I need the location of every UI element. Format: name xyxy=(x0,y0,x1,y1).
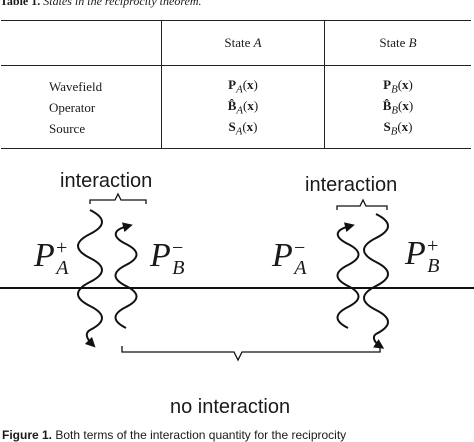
wave-left-up xyxy=(114,222,138,329)
wavefield-label-right-down: P+B xyxy=(405,235,440,277)
row-label-operator: Operator xyxy=(1,97,162,118)
wave-right-up xyxy=(336,222,360,329)
table-row: Source SA(x) SB(x) xyxy=(1,118,471,149)
brace-no-interaction xyxy=(121,344,381,362)
table-row: Wavefield PA(x) PB(x) xyxy=(1,65,471,97)
states-table: State A State B Wavefield PA(x) PB(x) Op… xyxy=(1,20,471,149)
figure-caption-text: Both terms of the interaction quantity f… xyxy=(55,428,347,442)
cell-source-b: SB(x) xyxy=(324,118,471,149)
figure-caption-label: Figure 1. xyxy=(2,428,53,442)
wavefield-label-right-up: P−A xyxy=(272,237,307,279)
wave-left-down xyxy=(77,209,103,348)
table-caption: Table 1. States in the reciprocity theor… xyxy=(0,0,202,9)
figure-drawing xyxy=(0,192,474,362)
cell-operator-a: B̂A(x) xyxy=(161,97,325,118)
cell-source-a: SA(x) xyxy=(161,118,325,149)
wave-right-down xyxy=(363,213,389,349)
brace-interaction-right xyxy=(336,198,388,210)
label-no-interaction: no interaction xyxy=(170,396,291,418)
header-state-b: State B xyxy=(324,20,471,66)
table-header-row: State A State B xyxy=(1,20,471,66)
brace-interaction-left xyxy=(89,192,147,204)
header-state-a: State A xyxy=(161,20,325,66)
interaction-figure: interaction interaction P+A P−B P−A P+B … xyxy=(0,160,474,420)
header-empty xyxy=(1,20,162,66)
wavefield-label-left-up: P−B xyxy=(150,237,185,279)
table-caption-label: Table 1. xyxy=(0,0,41,8)
wavefield-label-left-down: P+A xyxy=(34,237,69,279)
cell-wavefield-b: PB(x) xyxy=(383,77,413,96)
table-caption-text: States in the reciprocity theorem. xyxy=(43,0,202,8)
label-interaction-left: interaction xyxy=(60,170,153,192)
figure-caption: Figure 1. Both terms of the interaction … xyxy=(2,428,346,442)
label-interaction-right: interaction xyxy=(305,174,398,196)
table-row: Operator B̂A(x) B̂B(x) xyxy=(1,97,471,118)
row-label-wavefield: Wavefield xyxy=(1,65,162,97)
cell-operator-b: B̂B(x) xyxy=(382,98,414,117)
cell-wavefield-a: PA(x) xyxy=(161,65,325,97)
row-label-source: Source xyxy=(1,118,162,149)
